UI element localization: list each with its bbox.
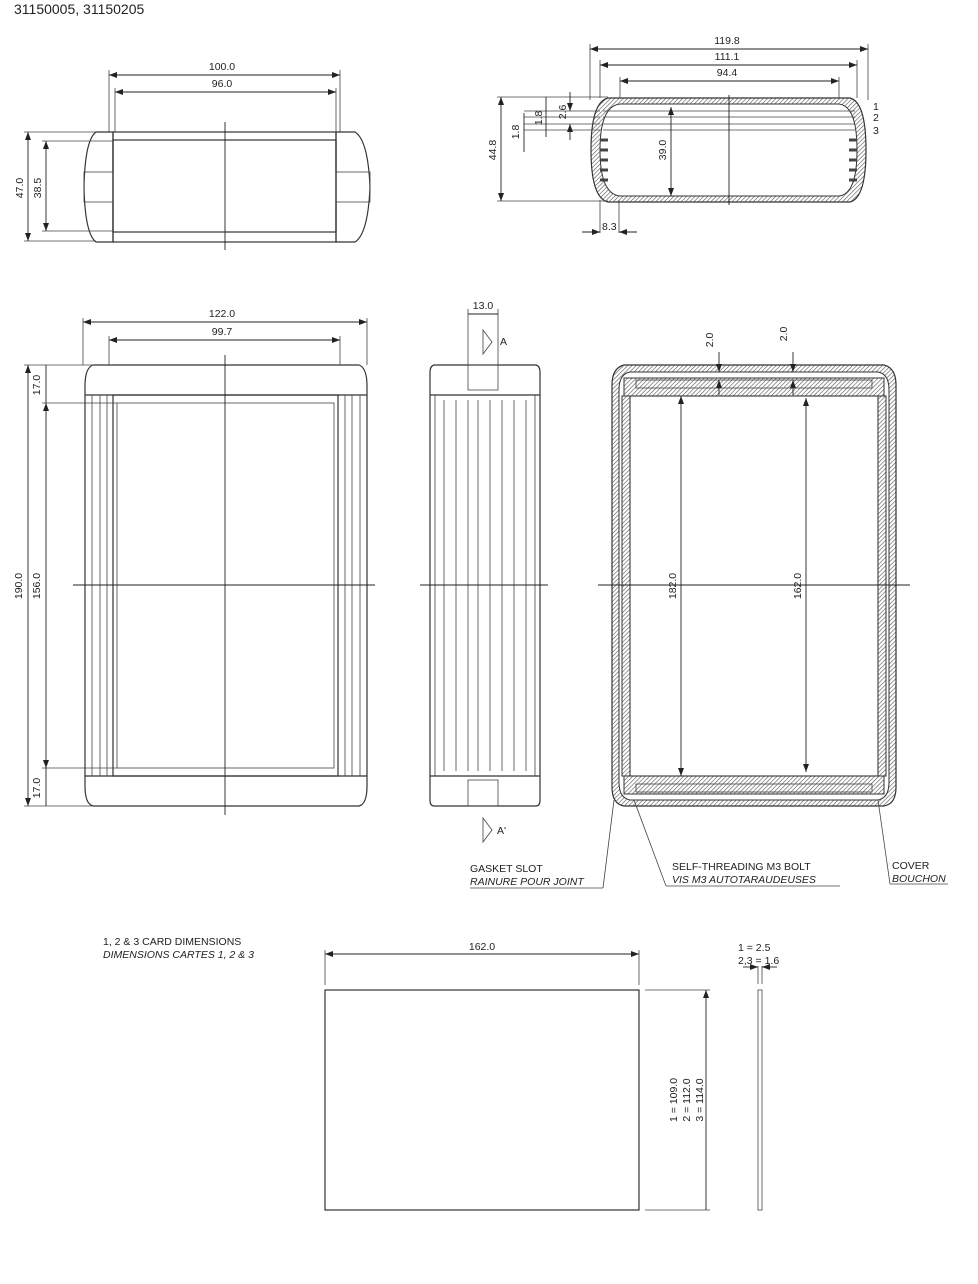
profile-view: 119.8 111.1 94.4 44.8 39.0 2.6 1.8 1.8 8… (487, 35, 879, 235)
dim-top-width-inner: 99.7 (212, 326, 233, 338)
dim-section-182: 182.0 (667, 573, 679, 599)
section-marker-a: A (500, 336, 507, 348)
dim-card-thickness-23: 2,3 = 1.6 (738, 955, 779, 967)
dim-profile-94-4: 94.4 (717, 67, 738, 79)
dim-card-thickness-1: 1 = 2.5 (738, 942, 771, 954)
dim-profile-8-3: 8.3 (602, 221, 617, 233)
front-view: 100.0 96.0 47.0 38.5 (14, 61, 371, 250)
dim-card-height-1: 1 = 109.0 (668, 1078, 680, 1122)
cards-heading-en: 1, 2 & 3 CARD DIMENSIONS (103, 936, 241, 948)
dim-section-gap-right: 2.0 (778, 327, 790, 342)
callout-cover-fr: BOUCHON (892, 873, 946, 885)
dim-section-162: 162.0 (792, 573, 804, 599)
dim-side-width: 13.0 (473, 300, 494, 312)
dim-card-height-3: 3 = 114.0 (694, 1078, 706, 1121)
dim-front-height-outer: 47.0 (14, 178, 26, 199)
top-view: 122.0 99.7 190.0 156.0 17.0 17.0 (13, 308, 375, 815)
callout-bolt-en: SELF-THREADING M3 BOLT (672, 861, 811, 873)
card-dimensions: 1, 2 & 3 CARD DIMENSIONS DIMENSIONS CART… (103, 936, 779, 1211)
dim-profile-height: 44.8 (487, 140, 499, 161)
cards-heading-fr: DIMENSIONS CARTES 1, 2 & 3 (103, 949, 254, 961)
dim-profile-119-8: 119.8 (714, 35, 740, 47)
slot-label-2: 2 (873, 112, 879, 124)
section-view: 182.0 162.0 2.0 2.0 (470, 327, 948, 889)
dim-profile-inner-height: 39.0 (657, 140, 669, 161)
dim-profile-1-8b: 1.8 (510, 125, 522, 140)
dim-top-length-inner: 156.0 (31, 573, 43, 599)
dim-top-length: 190.0 (13, 573, 25, 599)
dim-profile-111-1: 111.1 (715, 51, 740, 63)
slot-label-3: 3 (873, 125, 879, 137)
dim-top-cap-bottom: 17.0 (31, 778, 43, 799)
slot-label-1: 1 (873, 101, 879, 113)
drawing-title: 31150005, 31150205 (14, 1, 145, 17)
dim-front-width-outer: 100.0 (209, 61, 235, 73)
dim-top-width-outer: 122.0 (209, 308, 235, 320)
callout-gasket-fr: RAINURE POUR JOINT (470, 876, 585, 888)
dim-front-height-inner: 38.5 (32, 178, 44, 199)
section-marker-a-prime: A' (497, 825, 506, 837)
side-view: 13.0 A A' (420, 300, 548, 844)
dim-top-cap-top: 17.0 (31, 375, 43, 396)
callout-gasket-en: GASKET SLOT (470, 863, 543, 875)
dim-card-height-2: 2 = 112.0 (681, 1078, 693, 1121)
dim-profile-1-8a: 1.8 (533, 111, 545, 126)
dim-section-gap-left: 2.0 (704, 333, 716, 348)
callout-cover-en: COVER (892, 860, 930, 872)
callout-bolt-fr: VIS M3 AUTOTARAUDEUSES (672, 874, 816, 886)
dim-card-length: 162.0 (469, 941, 495, 953)
dim-profile-2-6: 2.6 (557, 105, 569, 120)
dim-front-width-inner: 96.0 (212, 78, 233, 90)
